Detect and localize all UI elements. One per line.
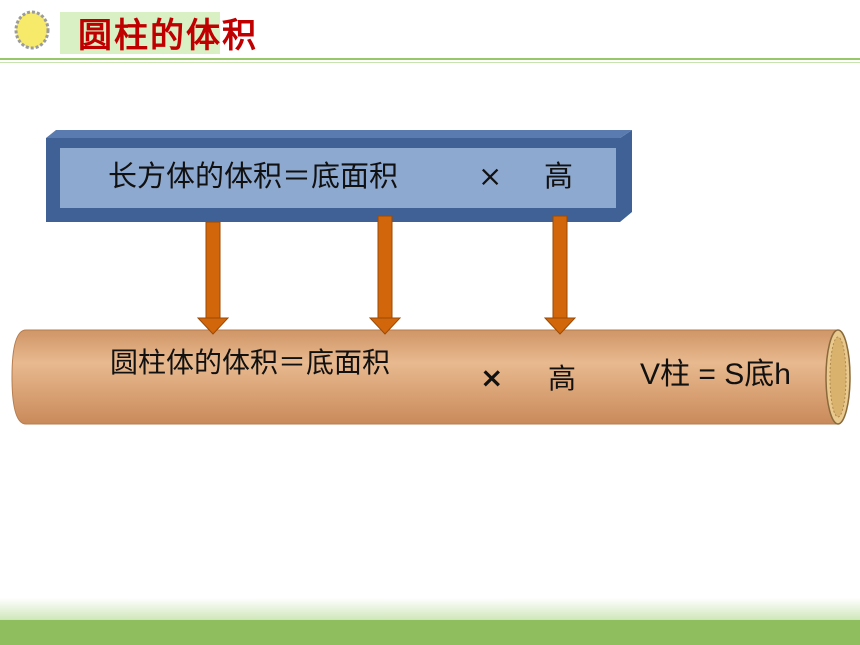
cuboid-height-label: 高: [544, 159, 574, 193]
title-background: [60, 12, 220, 54]
arrow-height: [543, 215, 577, 335]
cylinder-multiply-sign: ×: [480, 361, 504, 394]
header-divider: [0, 58, 860, 60]
cylinder-volume-formula: V柱 = S底h: [640, 358, 791, 391]
cuboid-formula-box: [46, 130, 632, 222]
cuboid-volume-label: 长方体的体积＝底面积: [108, 159, 399, 193]
footer-gradient: [0, 598, 860, 620]
yellow-circle-icon: [14, 10, 50, 50]
header-divider-light: [0, 62, 860, 63]
cylinder-bar: [11, 329, 851, 425]
arrow-base-area-right: [368, 215, 402, 335]
cylinder-volume-label: 圆柱体的体积＝底面积: [110, 346, 391, 379]
cylinder-height-label: 高: [548, 362, 577, 395]
cuboid-multiply-sign: ×: [478, 159, 503, 193]
slide-title: 圆柱的体积: [78, 16, 258, 56]
footer-bar: [0, 620, 860, 645]
